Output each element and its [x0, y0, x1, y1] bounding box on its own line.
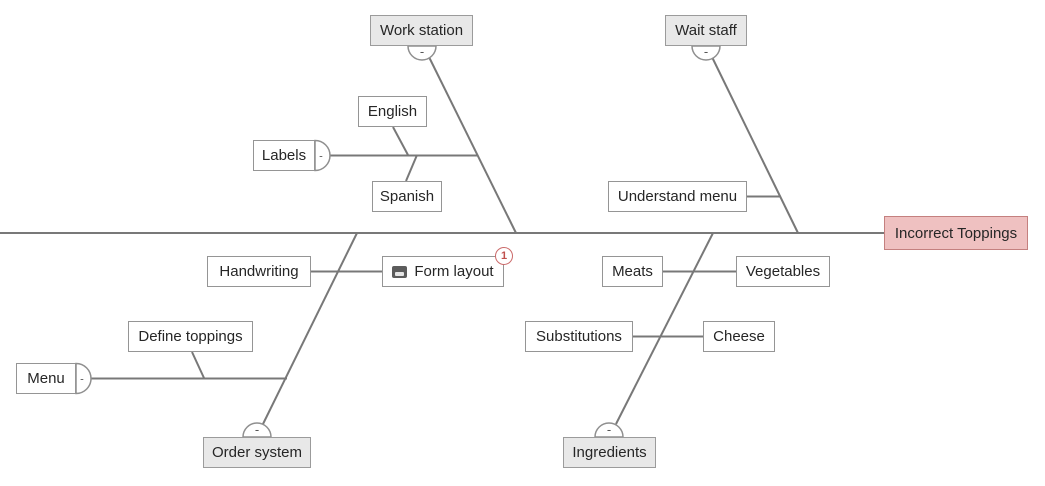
collapse-minus-icon[interactable]: -	[80, 374, 84, 386]
cause-node-form-layout[interactable]: Form layout	[382, 256, 504, 287]
collapse-minus-icon[interactable]: -	[607, 422, 611, 437]
note-icon-inner	[395, 271, 405, 276]
category-node-wait-staff[interactable]: Wait staff	[665, 15, 747, 46]
cause-node-spanish[interactable]: Spanish	[372, 181, 442, 212]
effect-node-incorrect-toppings[interactable]: Incorrect Toppings	[884, 216, 1028, 250]
collapse-arc[interactable]	[407, 45, 437, 61]
connector-define-toppings	[191, 351, 205, 379]
collapse-arc[interactable]	[242, 422, 272, 438]
note-icon	[392, 265, 408, 278]
collapse-button-order-system[interactable]: -	[242, 422, 272, 438]
collapse-button-wait-staff[interactable]: -	[691, 44, 721, 61]
cause-node-vegetables[interactable]: Vegetables	[736, 256, 830, 287]
cause-node-define-toppings[interactable]: Define toppings	[128, 321, 253, 352]
cause-node-substitutions[interactable]: Substitutions	[525, 321, 633, 352]
collapse-minus-icon[interactable]: -	[704, 44, 708, 59]
collapse-minus-icon[interactable]: -	[255, 422, 259, 437]
collapse-arc[interactable]	[691, 45, 721, 61]
cause-node-meats[interactable]: Meats	[602, 256, 663, 287]
collapse-minus-icon[interactable]: -	[420, 44, 424, 59]
count-badge-form-layout[interactable]: 1	[495, 247, 513, 265]
connector-english	[392, 126, 409, 156]
cause-node-menu[interactable]: Menu	[16, 363, 76, 394]
collapse-arc[interactable]	[75, 362, 92, 395]
cause-label: Form layout	[414, 263, 494, 280]
collapse-button-menu[interactable]: -	[75, 362, 92, 395]
cause-node-cheese[interactable]: Cheese	[703, 321, 775, 352]
collapse-button-ingredients[interactable]: -	[594, 422, 624, 438]
branch-line-ingredients	[615, 232, 714, 425]
collapse-arc[interactable]	[594, 422, 624, 438]
branch-line-wait-staff	[711, 56, 799, 234]
branch-line-order-system	[262, 232, 358, 425]
collapse-button-labels[interactable]: -	[314, 139, 331, 172]
cause-node-labels[interactable]: Labels	[253, 140, 315, 171]
collapse-button-work-station[interactable]: -	[407, 44, 437, 61]
connector-spanish	[405, 154, 418, 182]
category-node-work-station[interactable]: Work station	[370, 15, 473, 46]
cause-node-handwriting[interactable]: Handwriting	[207, 256, 311, 287]
collapse-arc[interactable]	[314, 139, 331, 172]
branch-line-work-station	[428, 56, 517, 234]
cause-node-understand-menu[interactable]: Understand menu	[608, 181, 747, 212]
category-node-ingredients[interactable]: Ingredients	[563, 437, 656, 468]
collapse-minus-icon[interactable]: -	[319, 151, 323, 163]
category-node-order-system[interactable]: Order system	[203, 437, 311, 468]
cause-node-english[interactable]: English	[358, 96, 427, 127]
